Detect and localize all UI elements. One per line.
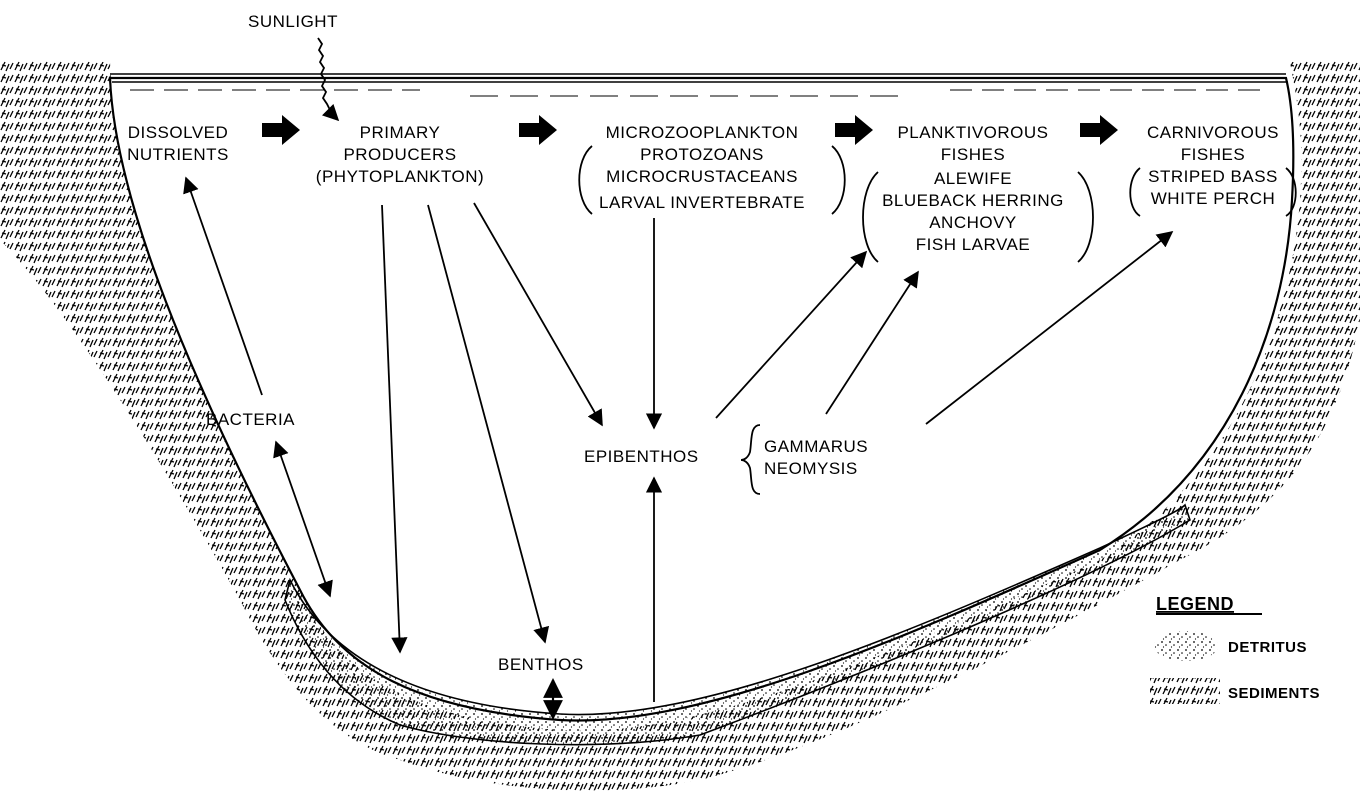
carnivorous-fishes-item: WHITE PERCH: [1151, 189, 1276, 208]
primary-producers-label: (PHYTOPLANKTON): [316, 167, 484, 186]
detritus-swatch: [1154, 631, 1218, 661]
microzooplankton-title: MICROZOOPLANKTON: [606, 123, 799, 142]
planktivorous-fishes-title: PLANKTIVOROUS: [897, 123, 1048, 142]
dissolved-nutrients-label: DISSOLVED: [128, 123, 229, 142]
legend-detritus-label: DETRITUS: [1228, 639, 1307, 656]
dissolved-nutrients-label: NUTRIENTS: [127, 145, 229, 164]
bacteria-label: BACTERIA: [206, 410, 295, 429]
sediments-swatch: [1150, 678, 1220, 704]
microzooplankton-item: MICROCRUSTACEANS: [606, 167, 798, 186]
planktivorous-fishes-item: ANCHOVY: [929, 213, 1017, 232]
legend-title: LEGEND: [1156, 594, 1234, 614]
primary-producers-label: PRODUCERS: [343, 145, 456, 164]
legend-sediments-label: SEDIMENTS: [1228, 685, 1320, 702]
planktivorous-fishes-item: ALEWIFE: [934, 169, 1012, 188]
planktivorous-fishes-title: FISHES: [941, 145, 1005, 164]
sunlight-label: SUNLIGHT: [248, 12, 338, 31]
planktivorous-fishes-item: FISH LARVAE: [916, 235, 1030, 254]
epibenthos-label: EPIBENTHOS: [584, 447, 699, 466]
microzooplankton-item: PROTOZOANS: [640, 145, 764, 164]
carnivorous-fishes-item: STRIPED BASS: [1148, 167, 1278, 186]
carnivorous-fishes-title: FISHES: [1181, 145, 1245, 164]
primary-producers-label: PRIMARY: [360, 123, 441, 142]
microzooplankton-item: LARVAL INVERTEBRATE: [599, 193, 805, 212]
epibenthos-member: NEOMYSIS: [764, 459, 858, 478]
planktivorous-fishes-item: BLUEBACK HERRING: [882, 191, 1064, 210]
epibenthos-member: GAMMARUS: [764, 437, 868, 456]
benthos-label: BENTHOS: [498, 655, 584, 674]
carnivorous-fishes-title: CARNIVOROUS: [1147, 123, 1279, 142]
